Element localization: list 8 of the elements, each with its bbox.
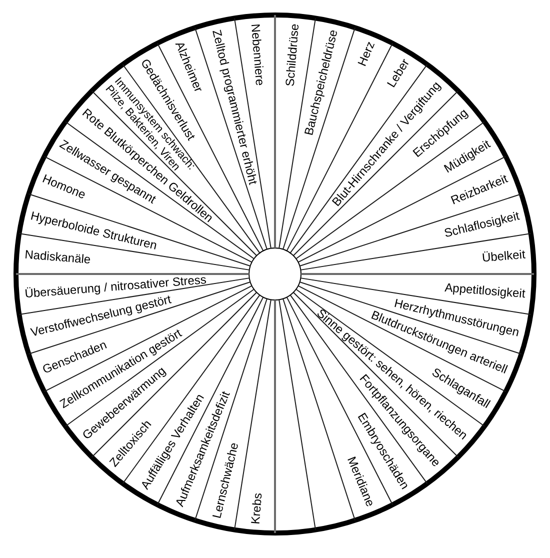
sector-label: Nadiskanäle <box>24 248 92 266</box>
sector-label: Appetitlosigkeit <box>444 281 526 300</box>
sector-label: Schilddrüse <box>284 23 301 87</box>
sector-label: Nebenniere <box>249 23 266 86</box>
sector-label: Krebs <box>249 492 264 525</box>
sector-label: Übelkeit <box>482 248 526 264</box>
empty-sector <box>274 298 317 534</box>
sector-label: Herz <box>356 40 377 68</box>
